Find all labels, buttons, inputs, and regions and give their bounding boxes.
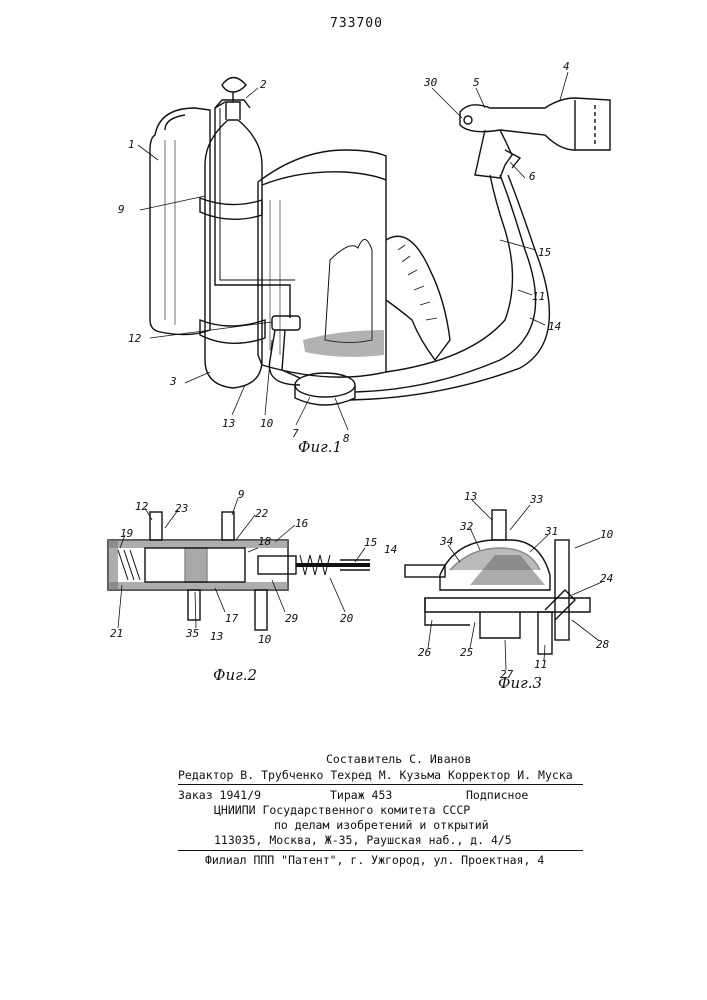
svg-text:34: 34 — [439, 535, 453, 548]
svg-text:22: 22 — [255, 507, 269, 520]
svg-text:15: 15 — [364, 536, 377, 549]
svg-text:13: 13 — [222, 417, 235, 430]
svg-text:8: 8 — [343, 432, 350, 445]
technical-drawings: 1 2 3 4 5 6 7 8 9 10 11 12 13 14 15 30 Ф… — [0, 0, 707, 720]
svg-text:3: 3 — [169, 375, 177, 388]
imprint-compiler: Составитель С. Иванов — [326, 752, 471, 766]
imprint-subscription: Подписное — [466, 788, 528, 802]
svg-text:12: 12 — [135, 500, 149, 513]
figure-2-caption: Фиг.2 — [213, 666, 257, 684]
figure-3-caption: Фиг.3 — [498, 674, 542, 692]
svg-text:12: 12 — [128, 332, 142, 345]
svg-text:9: 9 — [118, 203, 125, 216]
svg-text:11: 11 — [534, 658, 547, 671]
svg-text:28: 28 — [596, 638, 610, 651]
svg-text:13: 13 — [210, 630, 223, 643]
svg-text:19: 19 — [120, 527, 133, 540]
svg-text:21: 21 — [110, 627, 123, 640]
svg-text:15: 15 — [538, 246, 551, 259]
svg-text:17: 17 — [225, 612, 239, 625]
svg-text:31: 31 — [544, 525, 558, 538]
svg-text:13: 13 — [464, 490, 477, 503]
imprint-editors: Редактор В. Трубченко Техред М. Кузьма К… — [178, 768, 573, 782]
svg-text:18: 18 — [258, 535, 272, 548]
svg-text:6: 6 — [529, 170, 536, 183]
imprint-address: 113035, Москва, Ж-35, Раушская наб., д. … — [214, 833, 512, 847]
svg-text:30: 30 — [423, 76, 438, 89]
figure-1-drawing: 1 2 3 4 5 6 7 8 9 10 11 12 13 14 15 30 Ф… — [118, 60, 610, 456]
svg-text:10: 10 — [258, 633, 272, 646]
imprint-branch: Филиал ППП "Патент", г. Ужгород, ул. Про… — [205, 853, 544, 867]
figure-3-drawing: 13 33 32 31 34 14 10 24 26 25 27 28 11 Ф… — [384, 490, 614, 692]
svg-text:25: 25 — [460, 646, 473, 659]
svg-text:20: 20 — [340, 612, 354, 625]
svg-text:26: 26 — [418, 646, 432, 659]
svg-text:24: 24 — [600, 572, 613, 585]
svg-text:2: 2 — [260, 78, 267, 91]
imprint-department: по делам изобретений и открытий — [274, 818, 489, 832]
svg-text:14: 14 — [384, 543, 397, 556]
imprint-rule-top — [178, 784, 583, 785]
svg-text:4: 4 — [563, 60, 570, 73]
imprint-rule-bottom — [178, 850, 583, 851]
svg-text:35: 35 — [185, 627, 199, 640]
svg-text:10: 10 — [600, 528, 614, 541]
svg-text:14: 14 — [548, 320, 561, 333]
svg-text:23: 23 — [175, 502, 188, 515]
imprint-institute: ЦНИИПИ Государственного комитета СССР — [214, 803, 470, 817]
figure-1-caption: Фиг.1 — [298, 438, 342, 456]
svg-text:16: 16 — [295, 517, 309, 530]
imprint-order: Заказ 1941/9 — [178, 788, 261, 802]
svg-text:5: 5 — [473, 76, 480, 89]
svg-text:29: 29 — [285, 612, 298, 625]
imprint-circulation: Тираж 453 — [330, 788, 392, 802]
svg-text:10: 10 — [260, 417, 274, 430]
svg-text:1: 1 — [128, 138, 135, 151]
svg-text:32: 32 — [459, 520, 474, 533]
svg-text:9: 9 — [238, 488, 245, 501]
svg-text:11: 11 — [532, 290, 545, 303]
figure-2-drawing: 12 23 9 22 16 19 18 15 21 35 17 29 20 13… — [108, 488, 377, 684]
svg-text:33: 33 — [529, 493, 543, 506]
